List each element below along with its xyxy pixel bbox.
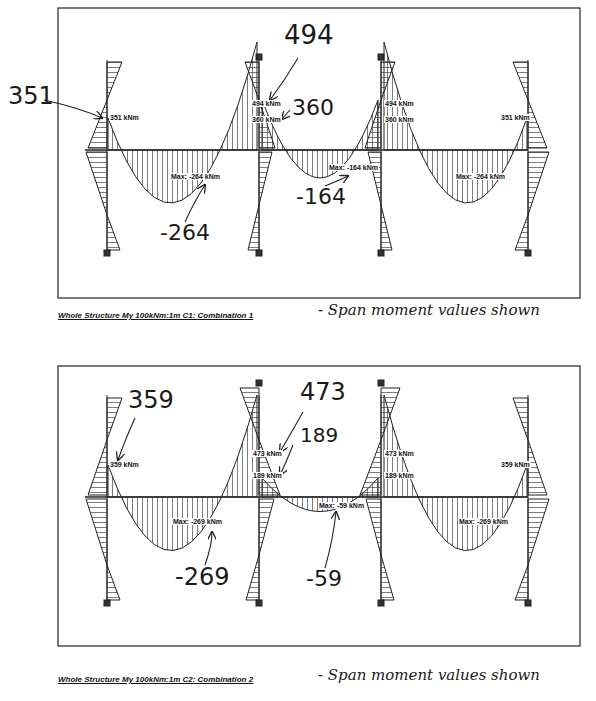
handwritten-note: - Span moment values shown <box>318 668 540 683</box>
moment-value: 359 kNm <box>109 461 140 468</box>
callout-number: 494 <box>284 22 334 48</box>
moment-value: 494 kNm <box>251 100 282 107</box>
moment-value: Max: -164 kNm <box>328 164 379 171</box>
moment-value: 360 kNm <box>251 116 282 123</box>
panel-2-structure <box>85 380 549 606</box>
moment-value: Max: -264 kNm <box>170 173 221 180</box>
figure-caption: Whole Structure My 100kNm:1m C1: Combina… <box>58 312 253 320</box>
callout-number: -59 <box>306 568 342 590</box>
callout-number: 359 <box>128 388 174 412</box>
moment-value: 351 kNm <box>500 114 531 121</box>
moment-value: 473 kNm <box>252 450 283 457</box>
callout-number: 189 <box>300 425 338 445</box>
panel-frame <box>58 366 580 646</box>
moment-value: 189 kNm <box>384 472 415 479</box>
moment-value: Max: -269 kNm <box>172 518 223 525</box>
figure-caption: Whole Structure My 100kNm:1m C2: Combina… <box>58 676 253 684</box>
callout-number: -269 <box>175 565 229 589</box>
panel-frame <box>58 8 580 298</box>
callout-number: -264 <box>160 222 210 244</box>
leader-arrows <box>44 58 348 222</box>
callout-number: 351 <box>8 84 54 108</box>
moment-value: Max: -264 kNm <box>455 173 506 180</box>
moment-value: 494 kNm <box>384 100 415 107</box>
panel-1-structure <box>85 42 549 256</box>
moment-value: 360 kNm <box>384 116 415 123</box>
callout-number: 473 <box>300 380 346 404</box>
handwritten-note: - Span moment values shown <box>318 303 540 318</box>
callout-number: 360 <box>292 97 334 119</box>
callout-number: -164 <box>296 186 346 208</box>
moment-value: 473 kNm <box>384 450 415 457</box>
moment-value: 351 kNm <box>109 114 140 121</box>
moment-value: 359 kNm <box>500 461 531 468</box>
moment-value: 189 kNm <box>252 472 283 479</box>
moment-value: Max: -59 kNm <box>318 502 365 509</box>
moment-value: Max: -269 kNm <box>458 518 509 525</box>
